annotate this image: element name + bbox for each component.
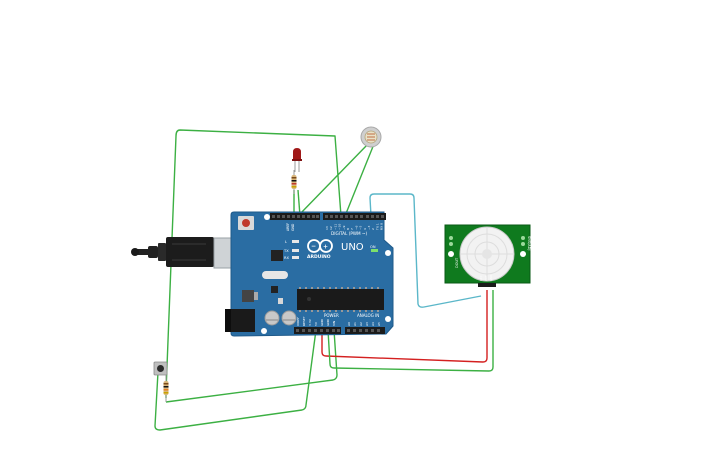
pin-label: ~11 xyxy=(333,224,337,230)
wire-button-to-5v[interactable] xyxy=(154,329,317,431)
svg-text:−: − xyxy=(311,243,316,250)
brand-label: ARDUINO xyxy=(307,254,331,260)
mounting-hole xyxy=(385,250,391,256)
power-label: POWER xyxy=(324,313,339,318)
pin-label: ~10 xyxy=(338,224,342,230)
wires xyxy=(154,129,494,431)
pin-label: 3.3V xyxy=(308,318,312,326)
pin-label: RX 0 xyxy=(380,223,384,230)
red-led[interactable] xyxy=(292,148,302,172)
wire-resistor-to-gnd[interactable] xyxy=(165,329,338,403)
pir-left-label: DOUT xyxy=(455,257,459,268)
pin-label: A1 xyxy=(353,322,357,326)
pin-label: ~9 xyxy=(342,225,346,230)
capacitor-icon xyxy=(281,310,297,326)
mounting-hole xyxy=(261,328,267,334)
digital-label: DIGITAL (PWM ~) xyxy=(331,231,367,236)
svg-text:+: + xyxy=(323,244,328,251)
cable-end-icon xyxy=(131,248,139,256)
pin-label: 2 xyxy=(371,228,375,230)
crystal-oscillator xyxy=(262,271,288,279)
wire-pir-signal[interactable] xyxy=(369,193,482,308)
power-header[interactable] xyxy=(294,327,341,334)
pin-label: TX 1 xyxy=(375,223,379,231)
pin-label: A3 xyxy=(365,322,369,326)
push-button[interactable] xyxy=(153,361,168,376)
rx-led-icon xyxy=(292,256,299,259)
usb-chip xyxy=(271,250,283,261)
pin-label: VIN xyxy=(332,321,336,326)
pin-label: A2 xyxy=(359,322,363,326)
rx-label: RX xyxy=(284,256,289,260)
pir-pin-label: VCC xyxy=(479,275,483,281)
led-resistor[interactable] xyxy=(291,170,297,194)
wire-button-to-digital[interactable] xyxy=(165,129,342,398)
pin-label: ~3 xyxy=(367,225,371,230)
pin-label: 4 xyxy=(363,228,367,230)
wire-ldr-b[interactable] xyxy=(344,143,375,217)
pir-mount-hole xyxy=(448,251,454,257)
gnd-label: GND xyxy=(291,223,295,231)
pir-pin-label: OUT xyxy=(484,275,488,281)
analog-label: ANALOG IN xyxy=(357,313,379,318)
photoresistor[interactable] xyxy=(360,126,382,148)
aref-label: AREF xyxy=(286,223,290,231)
pin-label: ~6 xyxy=(354,225,358,230)
dc-power-jack-icon[interactable] xyxy=(225,309,255,332)
digital-header-right[interactable] xyxy=(323,213,386,220)
infinity-logo-icon xyxy=(307,239,333,253)
pir-pin-header[interactable] xyxy=(478,283,496,287)
pin-label: 5V xyxy=(314,321,318,326)
pin-label: A0 xyxy=(347,322,351,326)
led-icon xyxy=(293,148,301,160)
wire-pir-gnd[interactable] xyxy=(327,290,494,372)
small-chip xyxy=(271,286,278,293)
pin-label: 12 xyxy=(329,226,333,230)
l-led-icon xyxy=(292,240,299,243)
mounting-hole xyxy=(385,316,391,322)
wire-ldr-a[interactable] xyxy=(297,143,369,217)
l-label: L xyxy=(285,240,287,244)
pin-label: GND xyxy=(326,318,330,326)
capacitor-icon xyxy=(264,310,280,326)
usb-b-connector-icon xyxy=(166,237,214,267)
pin-label: IOREF xyxy=(296,317,300,326)
tx-label: TX xyxy=(283,249,289,253)
atmega-chip xyxy=(297,289,384,310)
pir-mount-hole xyxy=(520,251,526,257)
model-label: UNO xyxy=(341,242,364,253)
pin-label: ~5 xyxy=(359,225,363,230)
pin-label: 13 xyxy=(325,226,329,230)
wire-pir-vcc[interactable] xyxy=(321,290,488,363)
on-label: ON xyxy=(370,245,376,249)
pin-label: GND xyxy=(320,318,324,326)
pir-pin-label: GND xyxy=(489,275,493,281)
pir-right-label: SNS/ADJ xyxy=(527,236,531,250)
voltage-regulator xyxy=(242,290,254,302)
pin-label: 7 xyxy=(350,228,354,230)
on-led-icon xyxy=(371,249,378,252)
button-resistor[interactable] xyxy=(163,375,169,402)
pin-label: A5 xyxy=(377,322,381,326)
tx-led-icon xyxy=(292,249,299,252)
pin-label: A4 xyxy=(371,322,375,326)
pin-label: 8 xyxy=(346,228,350,230)
mounting-hole xyxy=(264,214,270,220)
pin-label: RESET xyxy=(302,316,306,326)
